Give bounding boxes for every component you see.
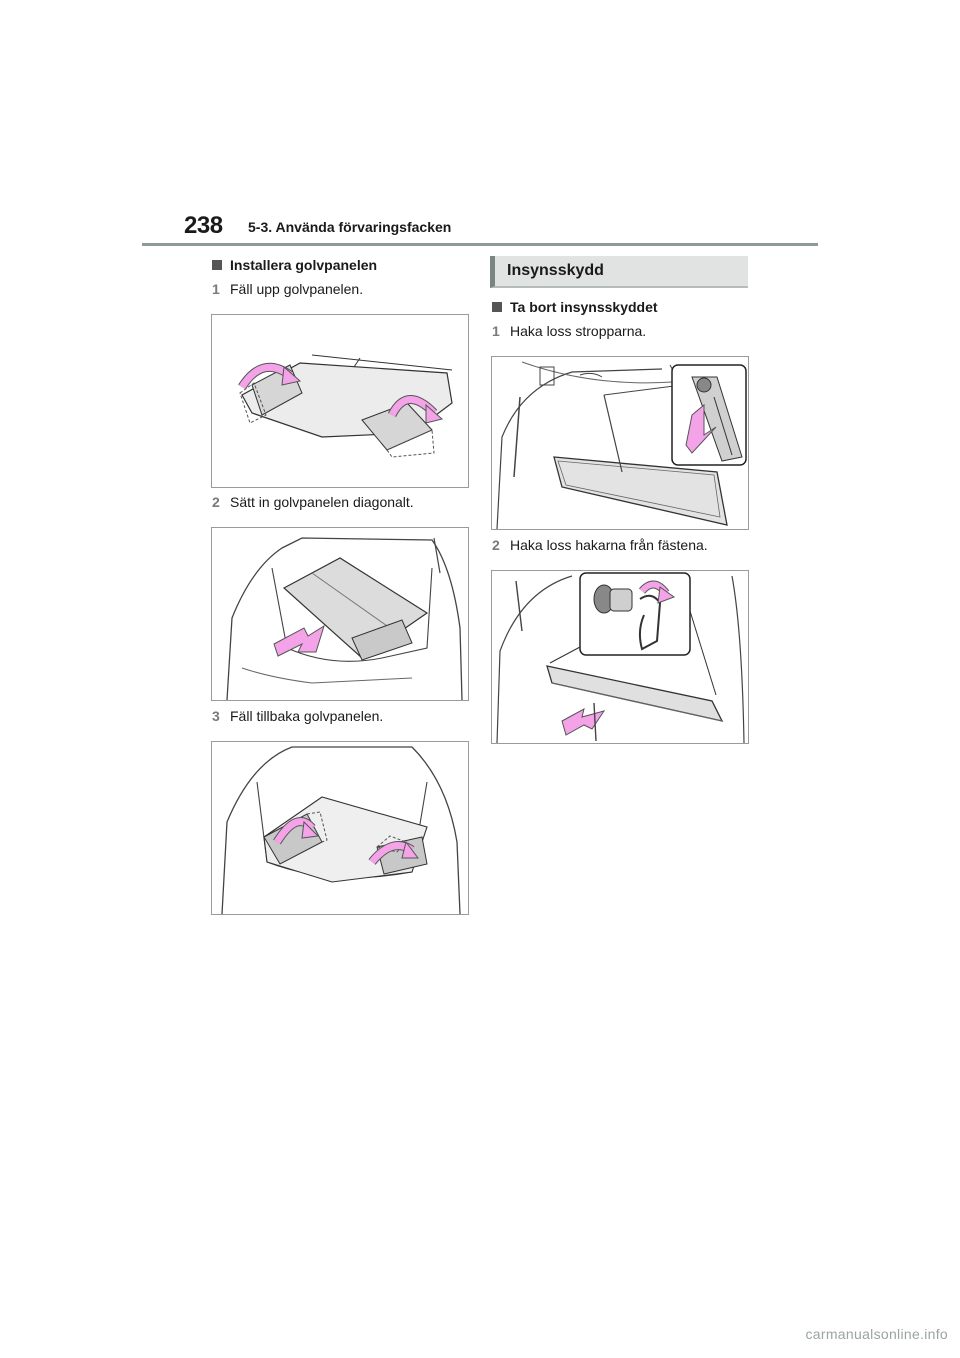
figure-insert-diagonal <box>211 527 469 701</box>
watermark-text: carmanualsonline.info <box>805 1326 948 1342</box>
step-3: 3 Fäll tillbaka golvpanelen. <box>212 708 383 724</box>
section-heading-text: Installera golvpanelen <box>230 257 378 273</box>
step-2: 2 Sätt in golvpanelen diagonalt. <box>212 494 414 510</box>
figure-fold-back-panel <box>211 741 469 915</box>
step-text: Sätt in golvpanelen diagonalt. <box>230 494 414 510</box>
figure-unhook-straps <box>491 356 749 530</box>
square-bullet-icon <box>492 302 502 312</box>
step-text: Haka loss stropparna. <box>510 323 647 339</box>
step-number: 1 <box>212 281 220 297</box>
step-text: Fäll tillbaka golvpanelen. <box>230 708 384 724</box>
step-number: 1 <box>492 323 500 339</box>
section-heading-install: Installera golvpanelen <box>212 257 377 273</box>
section-heading-text: Ta bort insynsskyddet <box>510 299 658 315</box>
section-heading-remove: Ta bort insynsskyddet <box>492 299 658 315</box>
arrow-icon <box>685 403 717 454</box>
step-2-remove: 2 Haka loss hakarna från fästena. <box>492 537 708 553</box>
step-1-remove: 1 Haka loss stropparna. <box>492 323 646 339</box>
step-text: Fäll upp golvpanelen. <box>230 281 364 297</box>
section-title-bar: Insynsskydd <box>490 256 748 288</box>
step-number: 3 <box>212 708 220 724</box>
arrow-icon <box>273 624 325 657</box>
step-1: 1 Fäll upp golvpanelen. <box>212 281 363 297</box>
step-text: Haka loss hakarna från fästena. <box>510 537 708 553</box>
step-number: 2 <box>212 494 220 510</box>
figure-unhook-hooks <box>491 570 749 744</box>
detail-callout <box>579 572 691 656</box>
step-number: 2 <box>492 537 500 553</box>
arrow-icon <box>561 708 606 736</box>
header-divider <box>142 243 818 246</box>
square-bullet-icon <box>212 260 222 270</box>
figure-fold-up-panel <box>211 314 469 488</box>
chapter-title: 5-3. Använda förvaringsfacken <box>248 219 452 235</box>
section-title-text: Insynsskydd <box>507 262 604 279</box>
page-number: 238 <box>184 212 223 239</box>
